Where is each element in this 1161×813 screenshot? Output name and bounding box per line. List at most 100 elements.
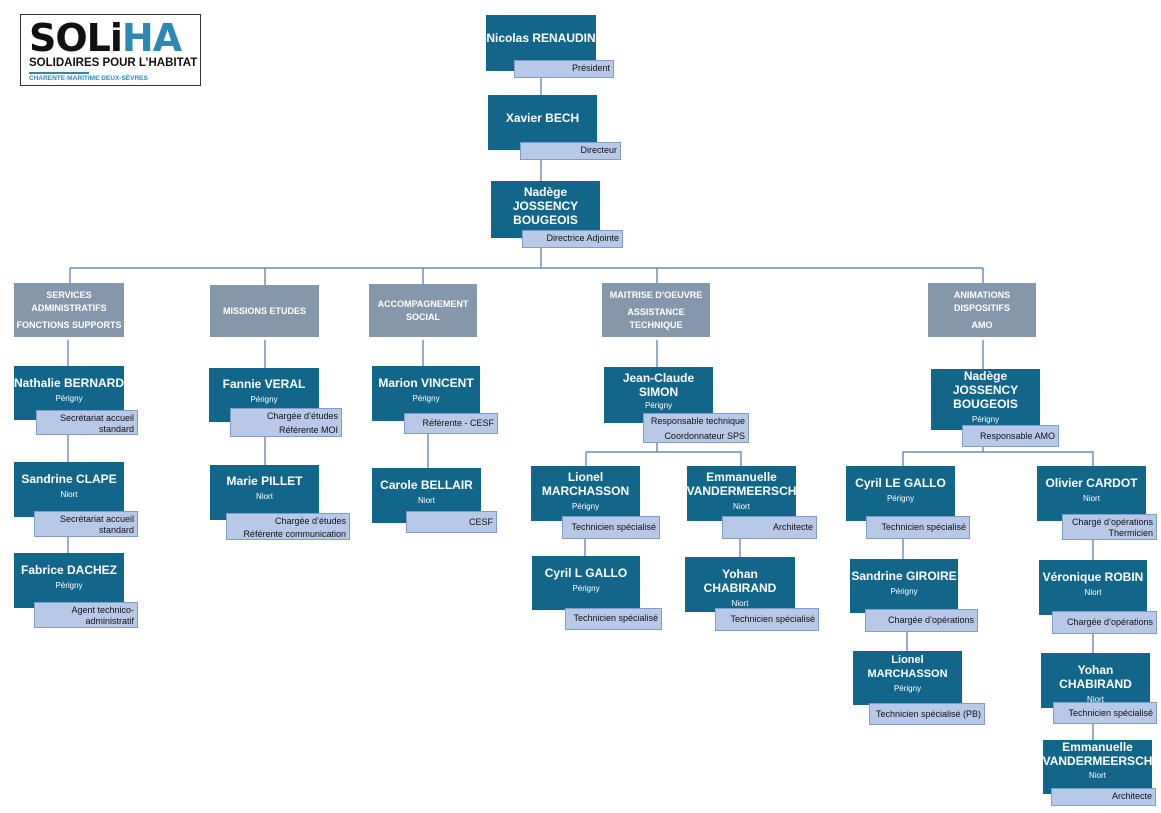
node-person: Sandrine CLAPE Niort [14,462,124,517]
role-label: Technicien spécialisé [1053,702,1157,724]
node-name: Fabrice DACHEZ [20,563,118,577]
node-name: Cyril L GALLO [544,566,628,580]
node-name-line: JOSSENCY [512,199,579,213]
section-maitrise-oeuvre: MAITRISE D’OEUVRE ASSISTANCE TECHNIQUE [602,283,710,340]
node-location: Périgny [412,394,440,403]
node-name: Nathalie BERNARD [14,376,125,390]
node-directeur: Xavier BECH [488,95,597,150]
section-label: DISPOSITIFS [953,302,1010,313]
role-label: Architecte [722,516,817,539]
node-location: Périgny [250,395,278,404]
role-line: Chargé d’opérations [1071,517,1153,527]
node-directrice-adjointe: Nadège JOSSENCY BOUGEOIS [491,181,600,238]
node-name: VANDERMEERSCH [1042,754,1153,768]
node-name: Lionel [891,654,924,666]
node-name: Sandrine GIROIRE [851,569,957,583]
node-person: Marie PILLET Niort [210,465,319,520]
section-label: ACCOMPAGNEMENT [377,298,469,309]
section-label: MISSIONS ETUDES [222,305,306,316]
section-label: ANIMATIONS [953,289,1011,300]
logo-brand-dark: SOLi [29,16,123,60]
role-line: administratif [85,616,134,626]
role-label: Architecte [1051,788,1156,806]
role-line: Référente communication [243,529,346,539]
role-line: Agent technico- [71,605,134,615]
node-name: MARCHASSON [541,484,630,498]
node-name: Emmanuelle [1062,740,1133,754]
role-label: Technicien spécialisé (PB) [869,703,985,725]
role-line: Référente MOI [278,425,338,435]
node-name: JOSSENCY [952,383,1019,397]
node-person: Yohan CHABIRAND Niort [685,557,795,612]
node-location: Niort [1087,695,1104,704]
role-label: Technicien spécialisé [565,608,662,630]
node-location: Périgny [55,394,83,403]
logo-region: CHARENTE-MARITIME DEUX-SÈVRES [29,75,148,82]
node-person: Emmanuelle VANDERMEERSCH Niort [1043,740,1152,794]
role-line: standard [98,525,134,535]
node-person: Marion VINCENT Périgny [372,366,480,421]
node-name: VANDERMEERSCH [686,484,797,498]
node-name-line: BOUGEOIS [513,213,578,227]
node-location: Périgny [572,584,600,593]
node-person: Sandrine GIROIRE Périgny [850,559,958,613]
node-name: Emmanuelle [706,470,777,484]
node-location: Périgny [55,581,83,590]
section-services-administratifs: SERVICES ADMINISTRATIFS FONCTIONS SUPPOR… [14,283,124,340]
node-person: Lionel MARCHASSON Périgny [531,466,640,521]
node-name: Yohan CHABIRAND [1059,663,1132,691]
node-location: Niort [418,496,435,505]
node-name: Olivier CARDOT [1045,476,1138,490]
logo-brand-blue: HA [121,16,182,60]
node-name: Cyril LE GALLO [855,476,946,490]
node-person: Cyril L GALLO Périgny [532,556,640,610]
node-location: Niort [256,492,273,501]
node-name: Sandrine CLAPE [21,472,117,486]
role-line: Responsable technique [650,416,745,426]
role-label: Chargée d’opérations [1052,611,1157,634]
node-location: Périgny [893,684,922,693]
node-person: Cyril LE GALLO Périgny [846,466,955,521]
section-label: ASSISTANCE TECHNIQUE [627,306,685,330]
section-label: SOCIAL [405,311,440,322]
node-person: Yohan CHABIRAND Niort [1041,653,1150,708]
role-president: Président [514,60,614,78]
role-line: Chargée d’études [274,516,346,526]
section-animations-dispositifs: ANIMATIONS DISPOSITIFS AMO [928,283,1036,340]
node-name-line: Nadège [523,185,568,199]
node-name: Jean-Claude [622,371,695,385]
node-location: Niort [60,490,78,499]
section-missions-etudes: MISSIONS ETUDES [210,285,319,340]
node-person: Véronique ROBIN Niort [1039,560,1147,615]
logo-underline [29,72,89,74]
node-location: Niort [1089,771,1106,780]
role-label: Responsable AMO [962,425,1059,447]
node-name: Nicolas RENAUDIN [486,31,596,45]
soliha-logo: SOLiHA SOLIDAIRES POUR L’HABITAT CHARENT… [20,14,201,86]
section-label: ADMINISTRATIFS [31,302,107,313]
node-name: Fannie VERAL [222,377,306,391]
role-directeur: Directeur [520,142,621,160]
node-location: Niort [1084,588,1102,597]
node-name: Lionel [567,470,604,484]
role-line: Secrétariat accueil [59,514,134,524]
role-label: Technicien spécialisé [562,516,660,539]
node-name: Véronique ROBIN [1042,570,1144,584]
role-line: standard [98,424,134,434]
node-location: Périgny [886,494,915,503]
node-name: Xavier BECH [505,110,580,125]
role-label: Technicien spécialisé [866,516,970,539]
node-person: Emmanuelle VANDERMEERSCH Niort [687,466,796,521]
node-location: Niort [733,502,750,511]
role-line: Thermicien [1108,528,1153,538]
section-label: MAITRISE D’OEUVRE [609,289,703,300]
section-label: SERVICES [46,289,92,300]
role-line: Chargée d’études [266,411,338,421]
role-label: Chargée d’opérations [865,609,978,632]
